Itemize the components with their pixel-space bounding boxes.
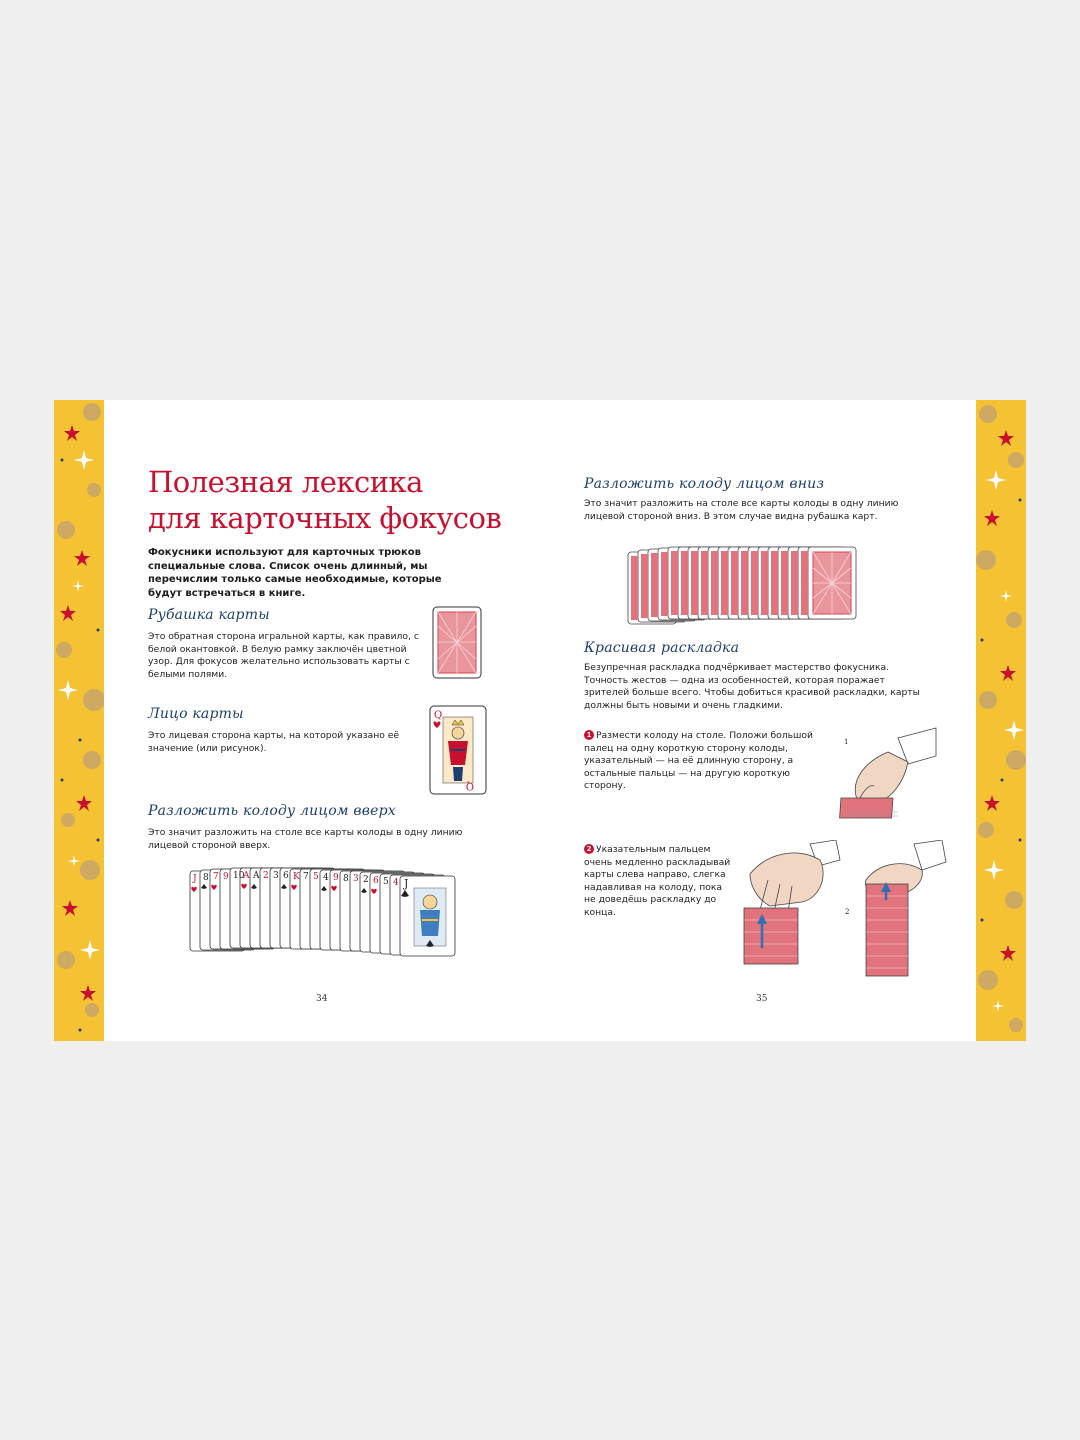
face-down-spread-illustration: [627, 546, 857, 625]
svg-text:8: 8: [343, 874, 349, 884]
svg-text:7: 7: [303, 872, 309, 882]
svg-text:K: K: [293, 872, 300, 882]
intro-paragraph: Фокусники используют для карточных трюко…: [148, 547, 442, 599]
svg-text:Q: Q: [434, 710, 442, 721]
title-line-1: Полезная лексика: [148, 465, 423, 499]
figure-label-1: 1: [844, 738, 849, 746]
svg-text:6: 6: [373, 876, 379, 886]
decorative-border-left: [54, 400, 104, 1041]
section-heading-card-back: Рубашка карты: [148, 607, 270, 623]
svg-text:J: J: [192, 874, 197, 884]
page-number-left: 34: [316, 994, 328, 1004]
svg-text:Q: Q: [466, 780, 474, 791]
step-2-number: 2: [584, 844, 594, 854]
card-back-icon: [432, 606, 482, 679]
svg-text:8: 8: [203, 873, 209, 883]
svg-text:5: 5: [313, 872, 319, 882]
svg-text:3: 3: [353, 874, 359, 884]
svg-text:4: 4: [323, 873, 329, 883]
step-1-number: 1: [584, 730, 594, 740]
section-heading-nice-spread: Красивая раскладка: [584, 640, 740, 656]
svg-text:4: 4: [393, 878, 399, 888]
figure-label-2: 2: [845, 908, 850, 916]
section-heading-face-up: Разложить колоду лицом вверх: [148, 803, 396, 819]
hand-on-deck-illustration: [839, 727, 937, 819]
svg-text:2: 2: [263, 871, 269, 881]
section-text-face-up: Это значит разложить на столе все карты …: [148, 827, 463, 851]
left-page: Полезная лексика для карточных фокусов Ф…: [104, 400, 540, 1041]
title-line-2: для карточных фокусов: [148, 501, 502, 535]
section-text-face-down: Это значит разложить на столе все карты …: [584, 498, 899, 522]
book-spread: Полезная лексика для карточных фокусов Ф…: [54, 400, 1026, 1041]
section-text-card-back: Это обратная сторона игральной карты, ка…: [148, 631, 419, 680]
section-text-nice-spread: Безупречная раскладка подчёркивает масте…: [584, 662, 920, 711]
svg-text:A: A: [252, 871, 260, 881]
section-heading-card-face: Лицо карты: [148, 706, 244, 722]
svg-text:6: 6: [283, 871, 289, 881]
svg-text:7: 7: [213, 872, 219, 882]
section-heading-face-down: Разложить колоду лицом вниз: [584, 476, 825, 492]
page-number-right: 35: [756, 994, 768, 1004]
svg-text:9: 9: [223, 872, 229, 882]
step-2-text: Указательным пальцем очень медленно раск…: [584, 844, 731, 918]
page-title: Полезная лексика для карточных фокусов: [148, 464, 528, 536]
hand-spreading-illustration-1: [743, 840, 841, 965]
svg-text:A: A: [242, 871, 250, 881]
svg-text:10: 10: [233, 871, 245, 881]
right-page: Разложить колоду лицом вниз Это значит р…: [540, 400, 976, 1041]
decorative-border-right: [976, 400, 1026, 1041]
section-text-card-face: Это лицевая сторона карты, на которой ук…: [148, 730, 400, 754]
svg-text:2: 2: [363, 875, 369, 885]
step-1-text: Размести колоду на столе. Положи большой…: [584, 730, 814, 791]
svg-text:9: 9: [333, 873, 339, 883]
queen-of-hearts-icon: Q Q: [429, 705, 487, 795]
svg-text:3: 3: [273, 871, 279, 881]
hand-spreading-illustration-2: [865, 840, 947, 977]
svg-text:J: J: [403, 877, 408, 890]
svg-text:5: 5: [383, 877, 389, 887]
